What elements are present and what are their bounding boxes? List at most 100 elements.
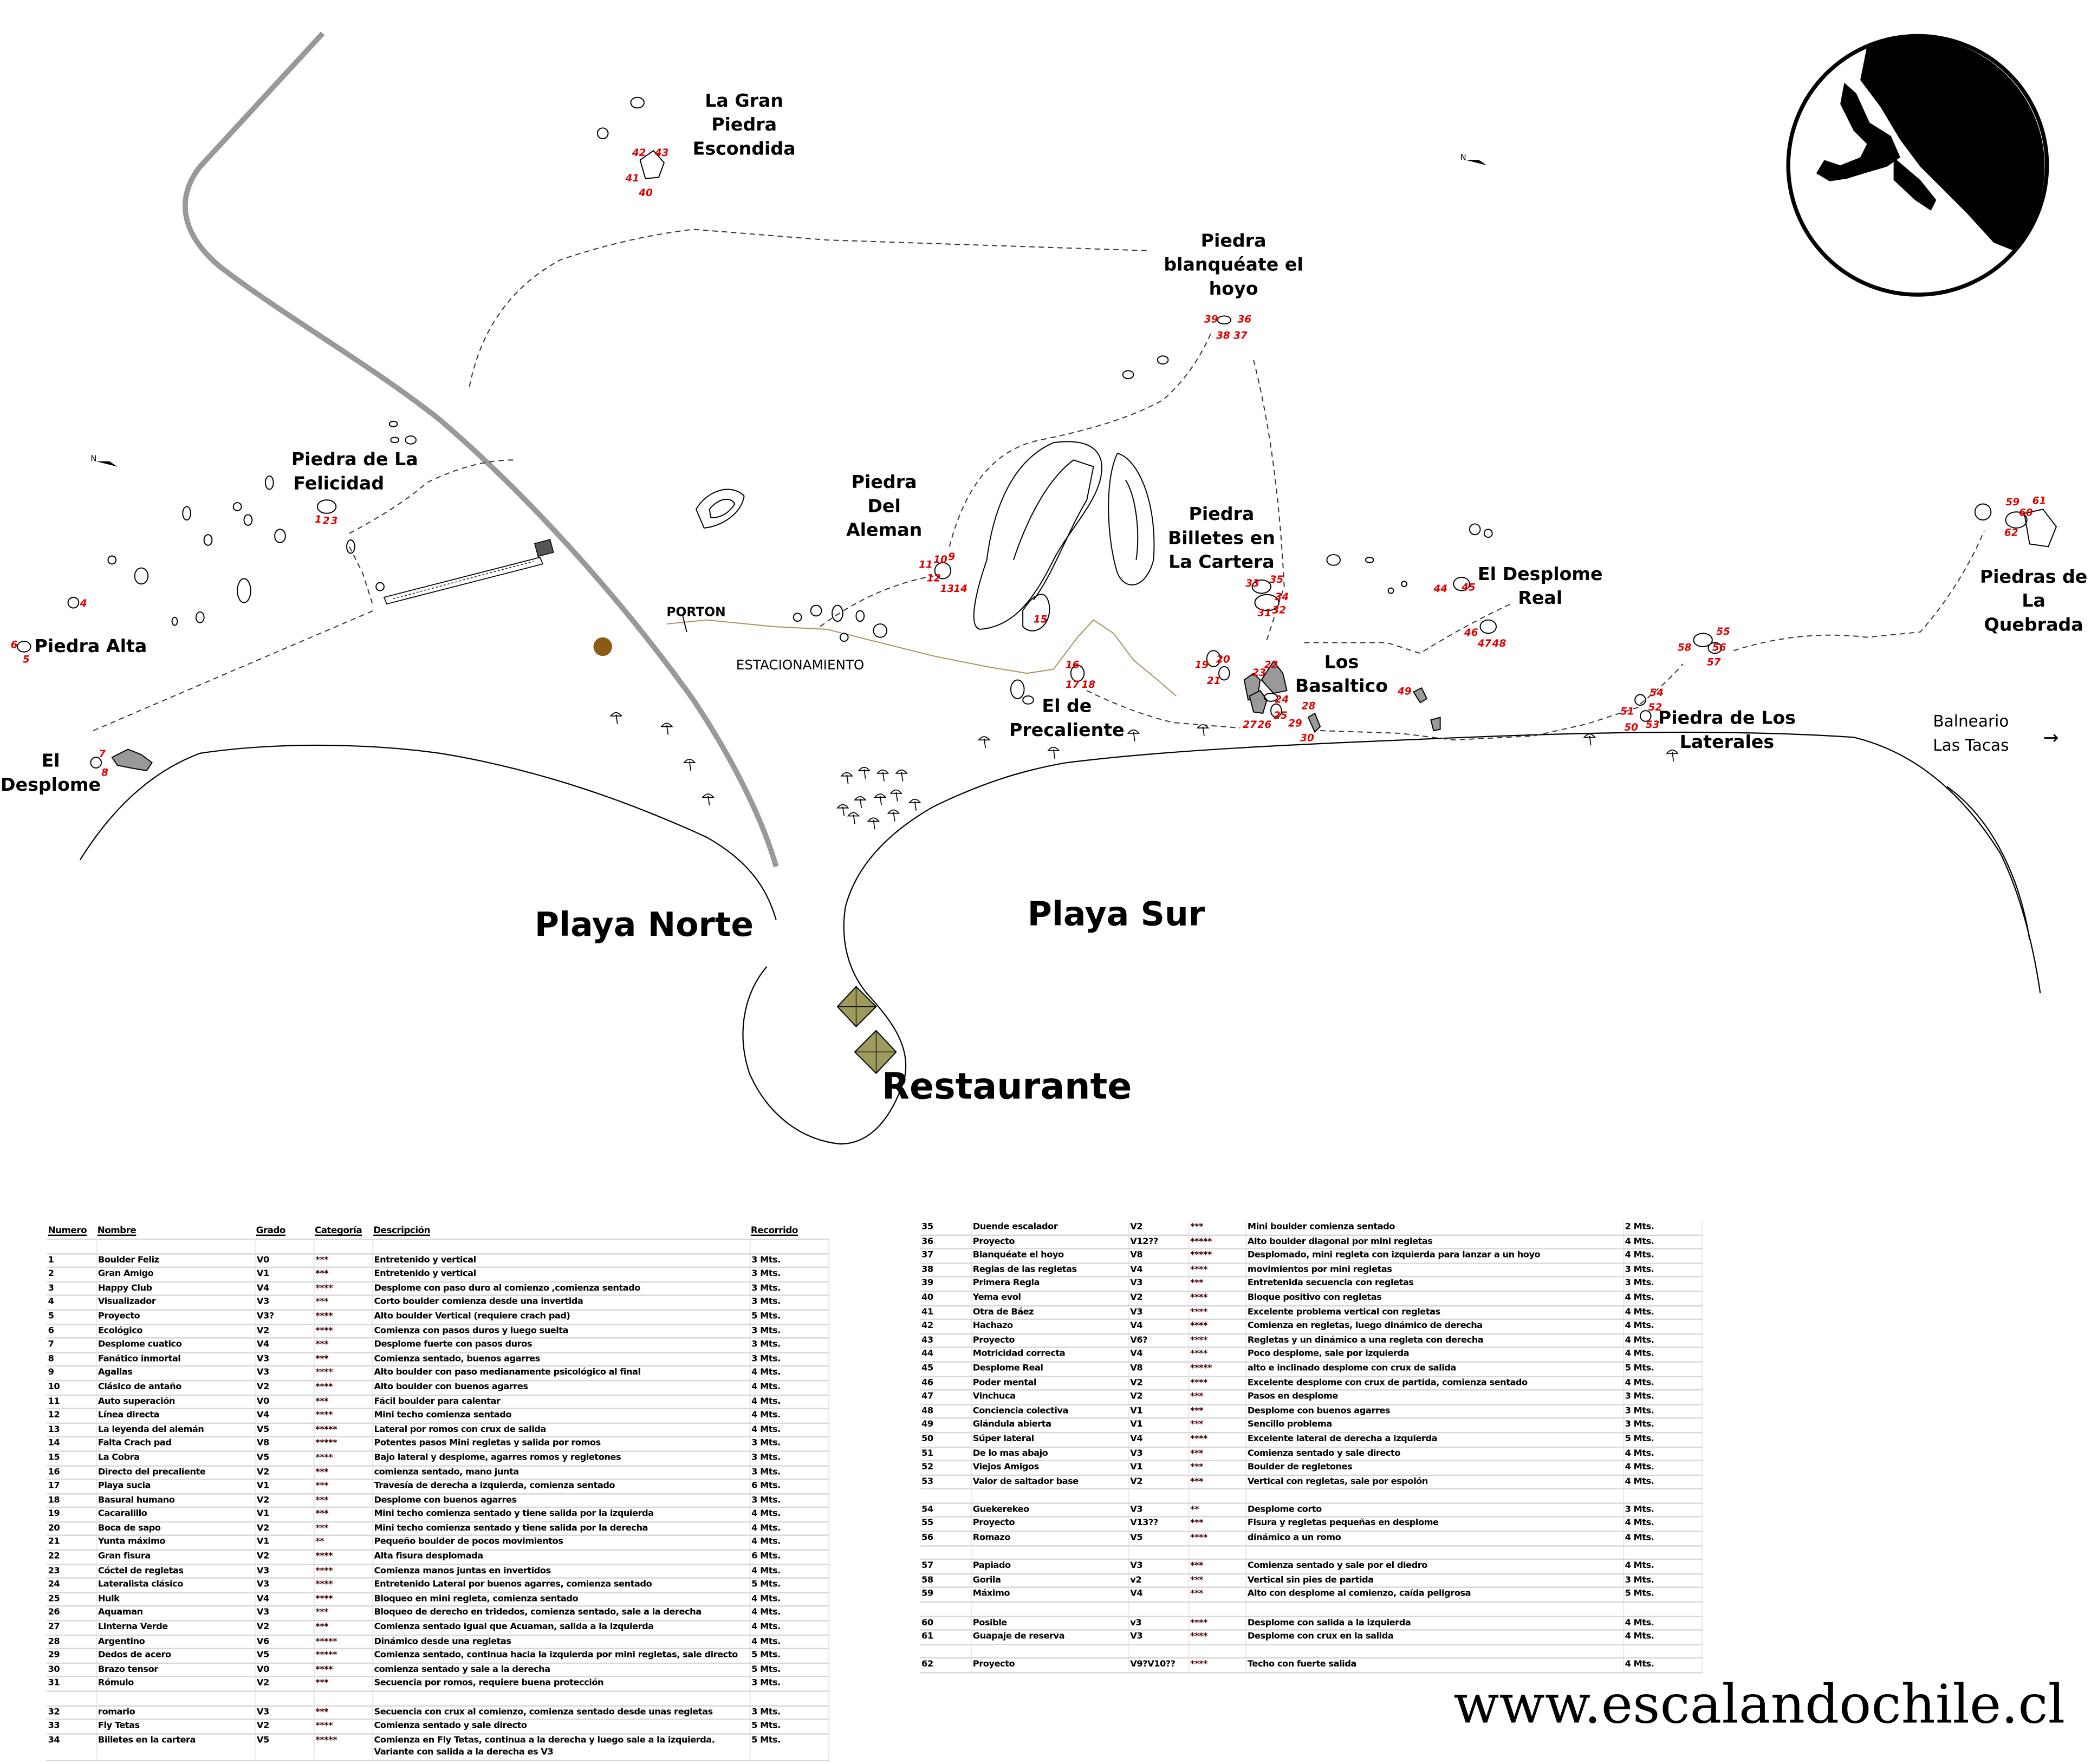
route-number-label: 4	[80, 598, 87, 609]
route-name: Aquaman	[96, 1606, 256, 1622]
route-category: ****	[313, 1451, 373, 1466]
route-description: Comienza sentado, buenos agarres	[372, 1352, 750, 1368]
route-length: 4 Mts.	[1622, 1630, 1703, 1645]
route-length: 4 Mts.	[1622, 1333, 1703, 1349]
route-grade: V5	[255, 1423, 314, 1438]
route-number-label: 38	[1216, 330, 1230, 341]
route-category: *****	[1188, 1248, 1246, 1264]
route-number-label: 57	[1707, 656, 1721, 668]
route-grade: V2	[255, 1719, 314, 1735]
route-name: Gran fisura	[96, 1550, 256, 1565]
route-number: 24	[47, 1578, 97, 1593]
boulders	[17, 96, 2057, 771]
route-length: 3 Mts.	[749, 1451, 829, 1466]
route-grade: V2	[255, 1677, 314, 1692]
route-name: Guekerekeo	[971, 1503, 1129, 1518]
route-length: 5 Mts.	[749, 1649, 829, 1664]
route-description: Desplome con paso duro al comienzo ,comi…	[372, 1281, 750, 1297]
route-description: Alto boulder diagonal por mini regletas	[1245, 1234, 1624, 1250]
route-number-label: 47	[1477, 638, 1492, 649]
route-description: Boulder de regletones	[1245, 1461, 1624, 1476]
route-name: Happy Club	[96, 1281, 256, 1297]
umbrella-icon	[854, 796, 867, 808]
route-length: 4 Mts.	[749, 1606, 829, 1622]
route-name: Basural humano	[96, 1493, 256, 1508]
route-length: 2 Mts.	[1622, 1221, 1703, 1236]
route-category: ***	[1188, 1475, 1246, 1490]
umbrella-icon	[1127, 729, 1140, 741]
route-description: Comienza con pasos duros y luego suelta	[372, 1324, 750, 1339]
umbrella-icon	[1196, 724, 1210, 736]
route-number: 39	[920, 1277, 972, 1292]
route-grade: v2	[1128, 1573, 1189, 1589]
route-description: Alta fisura desplomada	[372, 1550, 750, 1565]
route-description: Sencillo problema	[1245, 1418, 1624, 1434]
route-number-label: 20	[1216, 654, 1230, 665]
route-number: 26	[47, 1606, 97, 1622]
route-grade: V4	[1128, 1432, 1189, 1448]
route-number-label: 23	[1252, 667, 1267, 679]
route-number: 46	[920, 1376, 972, 1391]
route-number: 41	[920, 1305, 972, 1320]
route-category: ****	[313, 1592, 373, 1607]
route-name: Brazo tensor	[96, 1663, 256, 1678]
route-number-label: 19	[1195, 659, 1209, 671]
route-length: 5 Mts.	[749, 1719, 829, 1735]
route-number: 56	[920, 1531, 972, 1546]
north-arrow-icon: N	[90, 454, 118, 467]
route-grade: V3	[1128, 1305, 1189, 1320]
route-length: 4 Mts.	[1622, 1559, 1703, 1574]
route-description: Dinámico desde una regletas	[372, 1635, 750, 1650]
route-length: 4 Mts.	[1622, 1531, 1703, 1546]
route-grade: v3	[1128, 1616, 1189, 1631]
route-grade: V3	[1128, 1277, 1189, 1292]
route-length: 5 Mts.	[1622, 1432, 1703, 1448]
route-number: 8	[47, 1352, 97, 1368]
route-category: ***	[313, 1606, 373, 1622]
route-number-label: 6	[11, 639, 18, 650]
route-category: ***	[313, 1338, 373, 1353]
route-description: Bloqueo en mini regleta, comienza sentad…	[372, 1592, 750, 1607]
umbrella-icon	[702, 793, 715, 805]
svg-text:N: N	[1460, 153, 1466, 162]
route-number: 7	[47, 1338, 97, 1353]
route-number: 21	[47, 1535, 97, 1551]
route-length: 3 Mts.	[749, 1705, 829, 1721]
route-name: Yema evol	[971, 1291, 1129, 1306]
route-grade: V4	[255, 1409, 314, 1424]
route-category: ****	[1188, 1630, 1246, 1645]
route-name: Falta Crach pad	[96, 1437, 256, 1452]
website-url[interactable]: www.escalandochile.cl	[1453, 1674, 2066, 1736]
route-name: Posible	[971, 1616, 1129, 1631]
route-number: 4	[47, 1296, 97, 1311]
route-name: Linterna Verde	[96, 1620, 256, 1636]
route-description: Techo con fuerte salida	[1245, 1658, 1624, 1674]
route-category: ****	[1188, 1531, 1246, 1546]
route-grade: V8	[1128, 1248, 1189, 1264]
gate-mark	[682, 616, 687, 633]
route-category: ***	[1188, 1587, 1246, 1603]
route-number: 34	[47, 1733, 97, 1761]
route-description: comienza sentado, mano junta	[372, 1465, 750, 1480]
route-name: Duende escalador	[971, 1221, 1129, 1236]
route-number: 3	[47, 1281, 97, 1297]
route-grade: V3	[255, 1366, 314, 1382]
route-length: 4 Mts.	[1622, 1234, 1703, 1250]
